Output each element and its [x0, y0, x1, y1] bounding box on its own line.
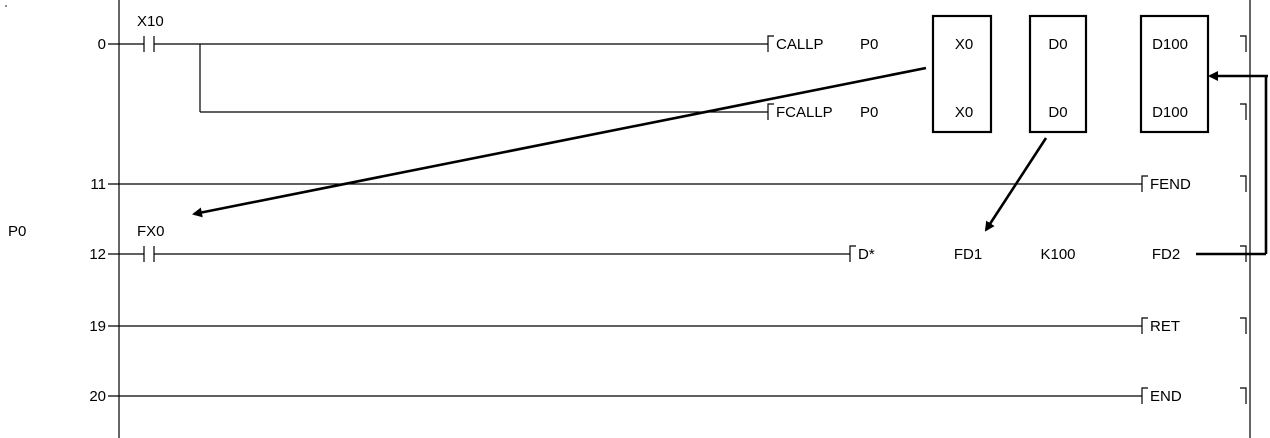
rung-19: RET: [108, 317, 1247, 335]
contact-x10-label: X10: [137, 13, 164, 30]
callp-arg1: X0: [955, 36, 973, 53]
step-number-12: 12: [89, 246, 106, 263]
fcallp-pointer: P0: [860, 104, 878, 121]
callp-pointer: P0: [860, 36, 878, 53]
pointer-label: P0: [8, 223, 26, 240]
rung-20: END: [108, 387, 1247, 405]
step-number-19: 19: [89, 318, 106, 335]
fcallp-arg2: D0: [1048, 104, 1067, 121]
dmul-arg1: FD1: [954, 246, 982, 263]
fcallp-arg3: D100: [1152, 104, 1188, 121]
step-number-11: 11: [90, 176, 106, 193]
arg2-highlight-box: [1028, 14, 1088, 134]
step-number-20: 20: [89, 388, 106, 405]
contact-fx0-label: FX0: [137, 223, 165, 240]
contact-fx0: [143, 246, 155, 262]
fcallp-op: FCALLP: [776, 104, 833, 121]
callp-arg2: D0: [1048, 36, 1067, 53]
contact-x10: [143, 36, 155, 52]
ret-op: RET: [1150, 318, 1180, 335]
arrow-x0-to-fx0: [192, 66, 927, 218]
rung-12: FX0 D* FD1 K100 FD2: [108, 223, 1247, 263]
rung-0: X10 CALLP P0 X0 D0 D100: [108, 13, 1247, 53]
step-number-0: 0: [98, 36, 106, 53]
callp-op: CALLP: [776, 36, 824, 53]
dmul-arg2: K100: [1040, 246, 1075, 263]
rung-11: FEND: [108, 175, 1247, 193]
fcallp-arg1: X0: [955, 104, 973, 121]
end-op: END: [1150, 388, 1182, 405]
corner-dot: [5, 5, 7, 7]
callp-arg3: D100: [1152, 36, 1188, 53]
arg1-highlight-box: [931, 14, 993, 134]
rung-0-branch: FCALLP P0 X0 D0 D100: [199, 44, 1247, 121]
dmul-arg3: FD2: [1152, 246, 1180, 263]
dmul-op: D*: [858, 246, 875, 263]
fend-op: FEND: [1150, 176, 1191, 193]
arrow-d0-to-fd1: [984, 137, 1048, 232]
